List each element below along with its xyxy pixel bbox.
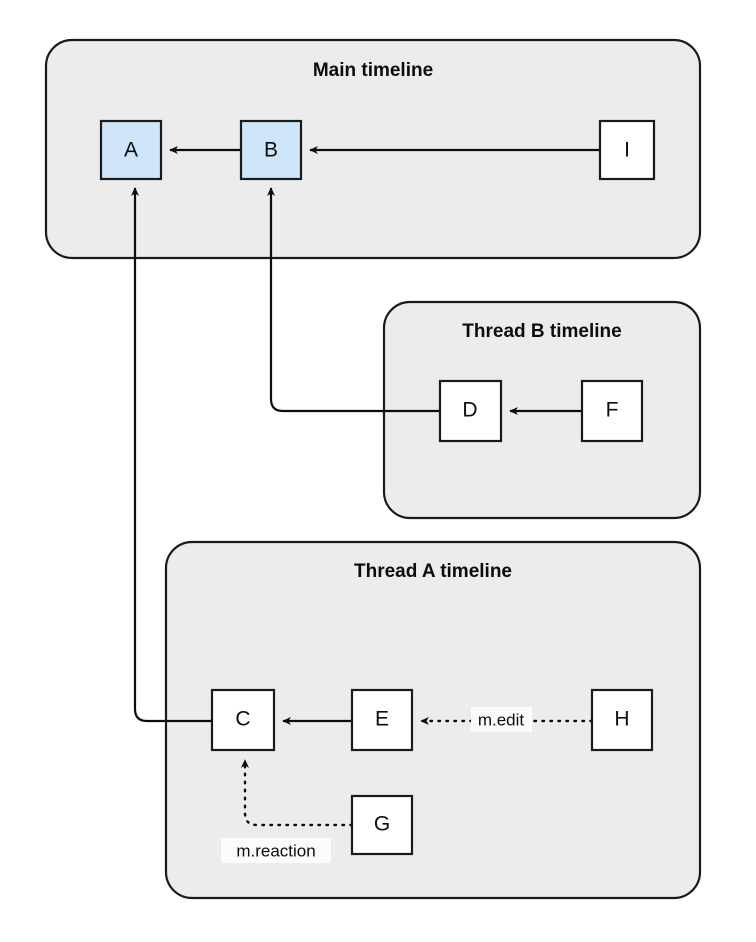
event-node-c[interactable]: C — [210, 688, 276, 752]
event-node-b-rect — [239, 119, 303, 181]
event-node-f[interactable]: F — [580, 379, 644, 443]
container-thread-a-timeline-title: Thread A timeline — [354, 561, 512, 582]
event-node-a-rect — [99, 119, 163, 181]
event-node-a[interactable]: A — [99, 119, 163, 181]
event-node-d[interactable]: D — [438, 379, 503, 443]
edge-label-m-reaction-bg — [221, 838, 331, 863]
edge-label-m-reaction-text: m.reaction — [236, 841, 315, 860]
container-thread-b-timeline-title: Thread B timeline — [462, 321, 621, 342]
event-node-g[interactable]: G — [350, 794, 414, 856]
event-node-f-rect — [580, 379, 644, 443]
event-node-g-label: G — [374, 813, 390, 836]
event-node-h-rect — [590, 688, 654, 752]
event-node-c-rect — [210, 688, 276, 752]
event-node-h-label: H — [614, 708, 629, 731]
event-node-e[interactable]: E — [350, 688, 414, 752]
event-node-i-rect — [598, 119, 656, 181]
edge-label-m-edit: m.edit — [471, 707, 532, 732]
event-node-g-rect — [350, 794, 414, 856]
event-node-b-label: B — [264, 139, 278, 162]
event-node-f-label: F — [606, 399, 619, 422]
event-node-e-label: E — [375, 708, 389, 731]
edge-label-m-edit-text: m.edit — [478, 710, 525, 729]
event-node-i-label: I — [624, 139, 630, 162]
event-node-i[interactable]: I — [598, 119, 656, 181]
event-node-a-label: A — [124, 139, 138, 162]
edge-c-to-a — [130, 187, 212, 723]
edge-label-m-edit-bg — [471, 707, 532, 732]
edge-g-to-c — [240, 758, 354, 827]
edge-d-to-b — [266, 187, 440, 413]
edge-label-m-reaction: m.reaction — [221, 838, 331, 863]
event-node-d-rect — [438, 379, 503, 443]
event-node-e-rect — [350, 688, 414, 752]
event-node-h[interactable]: H — [590, 688, 654, 752]
event-node-c-label: C — [235, 708, 250, 731]
event-node-d-label: D — [462, 399, 477, 422]
container-main-timeline-title: Main timeline — [313, 60, 433, 81]
event-node-b[interactable]: B — [239, 119, 303, 181]
